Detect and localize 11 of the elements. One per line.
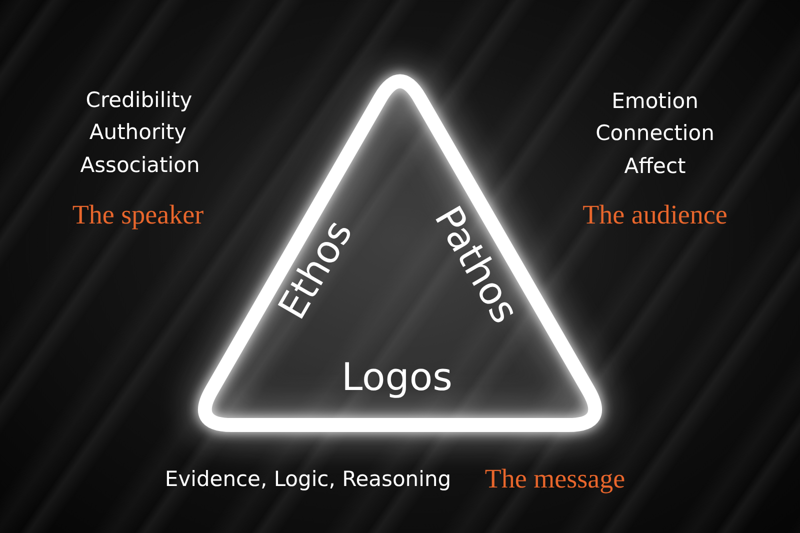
- list-item-text: Connection: [596, 120, 714, 146]
- list-item-text: Credibility: [86, 88, 192, 112]
- role-caption: The audience: [582, 199, 728, 231]
- role-caption: The message: [484, 463, 626, 495]
- triangle-side-label: Logos: [342, 356, 452, 400]
- list-item-text: Association: [80, 152, 200, 178]
- list-item-text: Affect: [624, 154, 686, 178]
- role-caption: The speaker: [72, 199, 204, 231]
- list-item-text: Emotion: [612, 88, 698, 114]
- list-item-text: Authority: [89, 120, 187, 144]
- list-item-text: Evidence, Logic, Reasoning: [164, 466, 452, 492]
